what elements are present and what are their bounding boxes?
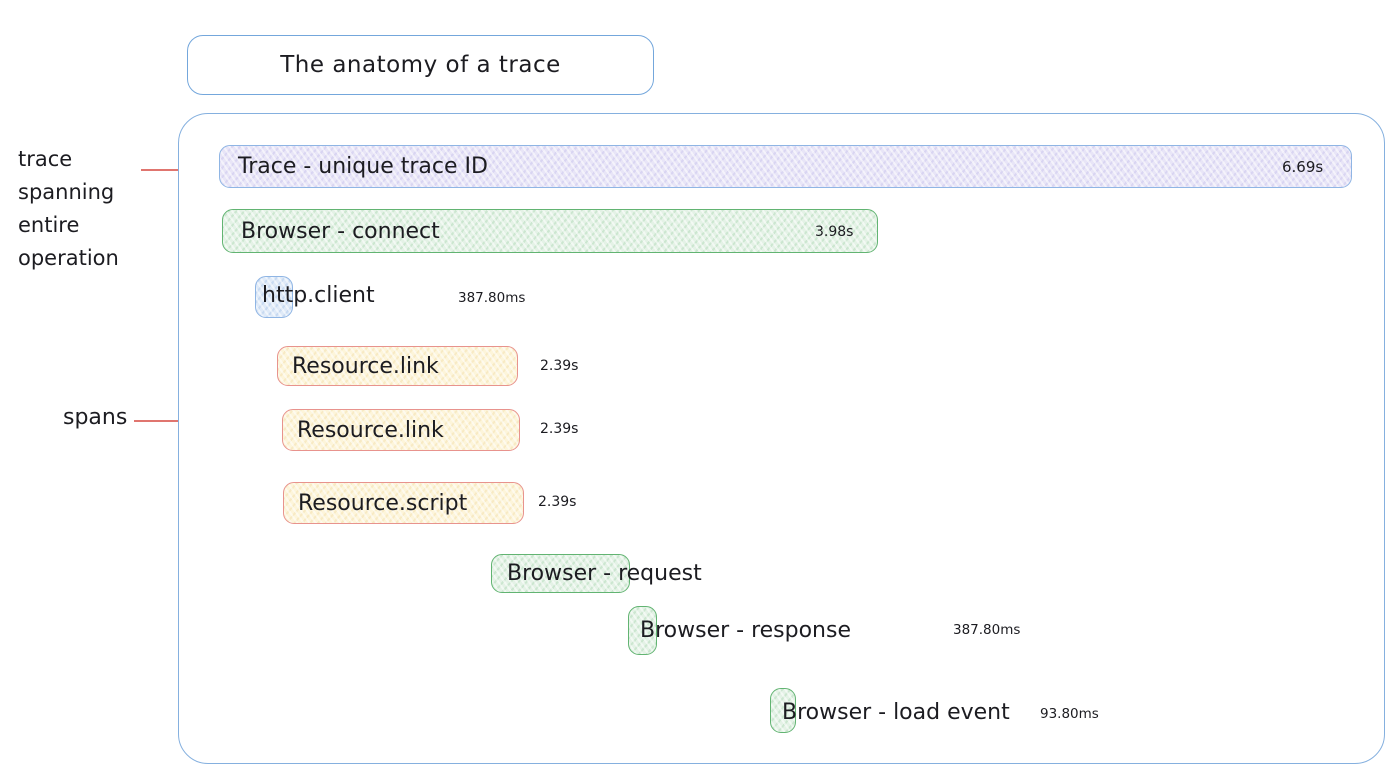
span-bar-browser-connect: Browser - connect (222, 209, 878, 253)
span-bar-browser-load-event (770, 688, 796, 733)
span-label-resource-script: Resource.script (298, 490, 468, 516)
span-bar-resource-link-2: Resource.link (282, 409, 520, 451)
diagram-title: The anatomy of a trace (280, 52, 561, 78)
diagram-title-box: The anatomy of a trace (187, 35, 654, 95)
span-duration-resource-link-1: 2.39s (540, 358, 579, 374)
span-label-trace: Trace - unique trace ID (238, 154, 488, 179)
span-duration-browser-connect: 3.98s (815, 224, 854, 240)
span-bar-resource-script: Resource.script (283, 482, 524, 524)
span-duration-browser-load-event: 93.80ms (1040, 706, 1099, 722)
span-bar-browser-response (628, 606, 657, 655)
span-label-browser-response: Browser - response (640, 618, 851, 643)
span-duration-browser-response: 387.80ms (953, 622, 1021, 638)
trace-annotation-line: entire (18, 213, 80, 237)
span-duration-trace: 6.69s (1282, 158, 1324, 176)
span-label-resource-link-2: Resource.link (297, 417, 444, 443)
span-label-http-client: http.client (262, 283, 375, 308)
span-label-resource-link-1: Resource.link (292, 353, 439, 379)
span-bar-browser-request (491, 554, 630, 593)
span-bar-trace: Trace - unique trace ID (219, 145, 1352, 188)
trace-annotation-line: trace (18, 147, 73, 171)
span-label-browser-connect: Browser - connect (241, 218, 440, 244)
trace-pointer-line (141, 169, 207, 171)
span-duration-resource-script: 2.39s (538, 494, 577, 510)
trace-annotation: trace spanning entire operation (18, 143, 119, 275)
trace-annotation-line: operation (18, 246, 119, 270)
span-label-browser-request: Browser - request (507, 561, 702, 586)
span-duration-http-client: 387.80ms (458, 290, 526, 306)
trace-annotation-line: spanning (18, 180, 115, 204)
span-duration-resource-link-2: 2.39s (540, 421, 579, 437)
span-bar-resource-link-1: Resource.link (277, 346, 518, 386)
spans-pointer-line (134, 420, 212, 422)
span-label-browser-load-event: Browser - load event (782, 700, 1010, 725)
spans-annotation: spans (63, 405, 128, 430)
span-bar-http-client (255, 276, 293, 318)
